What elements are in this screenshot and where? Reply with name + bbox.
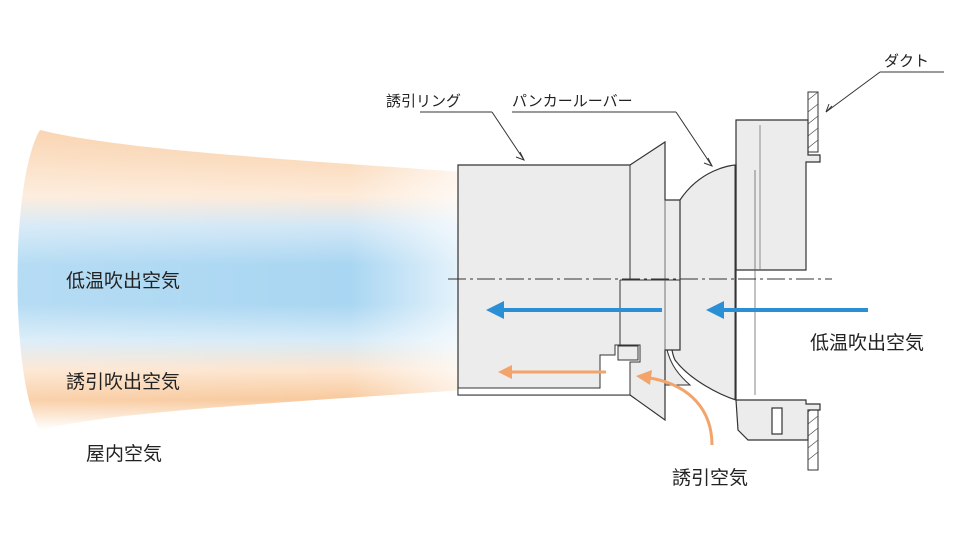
- duct-flange: [735, 119, 821, 441]
- label-low-temp-outlet-right: 低温吹出空気: [810, 332, 924, 354]
- label-induction-ring: 誘引リング: [386, 92, 461, 110]
- low-temp-arrow-outlet: [486, 301, 662, 319]
- duct-wall: [807, 91, 819, 471]
- air-plume: [17, 130, 460, 430]
- label-induced-outlet: 誘引吹出空気: [66, 371, 180, 393]
- label-duct: ダクト: [884, 52, 929, 70]
- induced-arrow-outlet: [498, 365, 606, 379]
- low-temp-arrow-inlet: [706, 301, 868, 319]
- label-low-temp-outlet-left: 低温吹出空気: [66, 270, 180, 292]
- induction-ring: [457, 140, 681, 422]
- label-indoor-air: 屋内空気: [86, 443, 162, 465]
- label-induced-air: 誘引空気: [672, 467, 748, 489]
- leader-lines: [420, 71, 944, 167]
- label-pan-louver: パンカールーバー: [512, 92, 633, 110]
- induced-arrow-inlet: [636, 370, 714, 446]
